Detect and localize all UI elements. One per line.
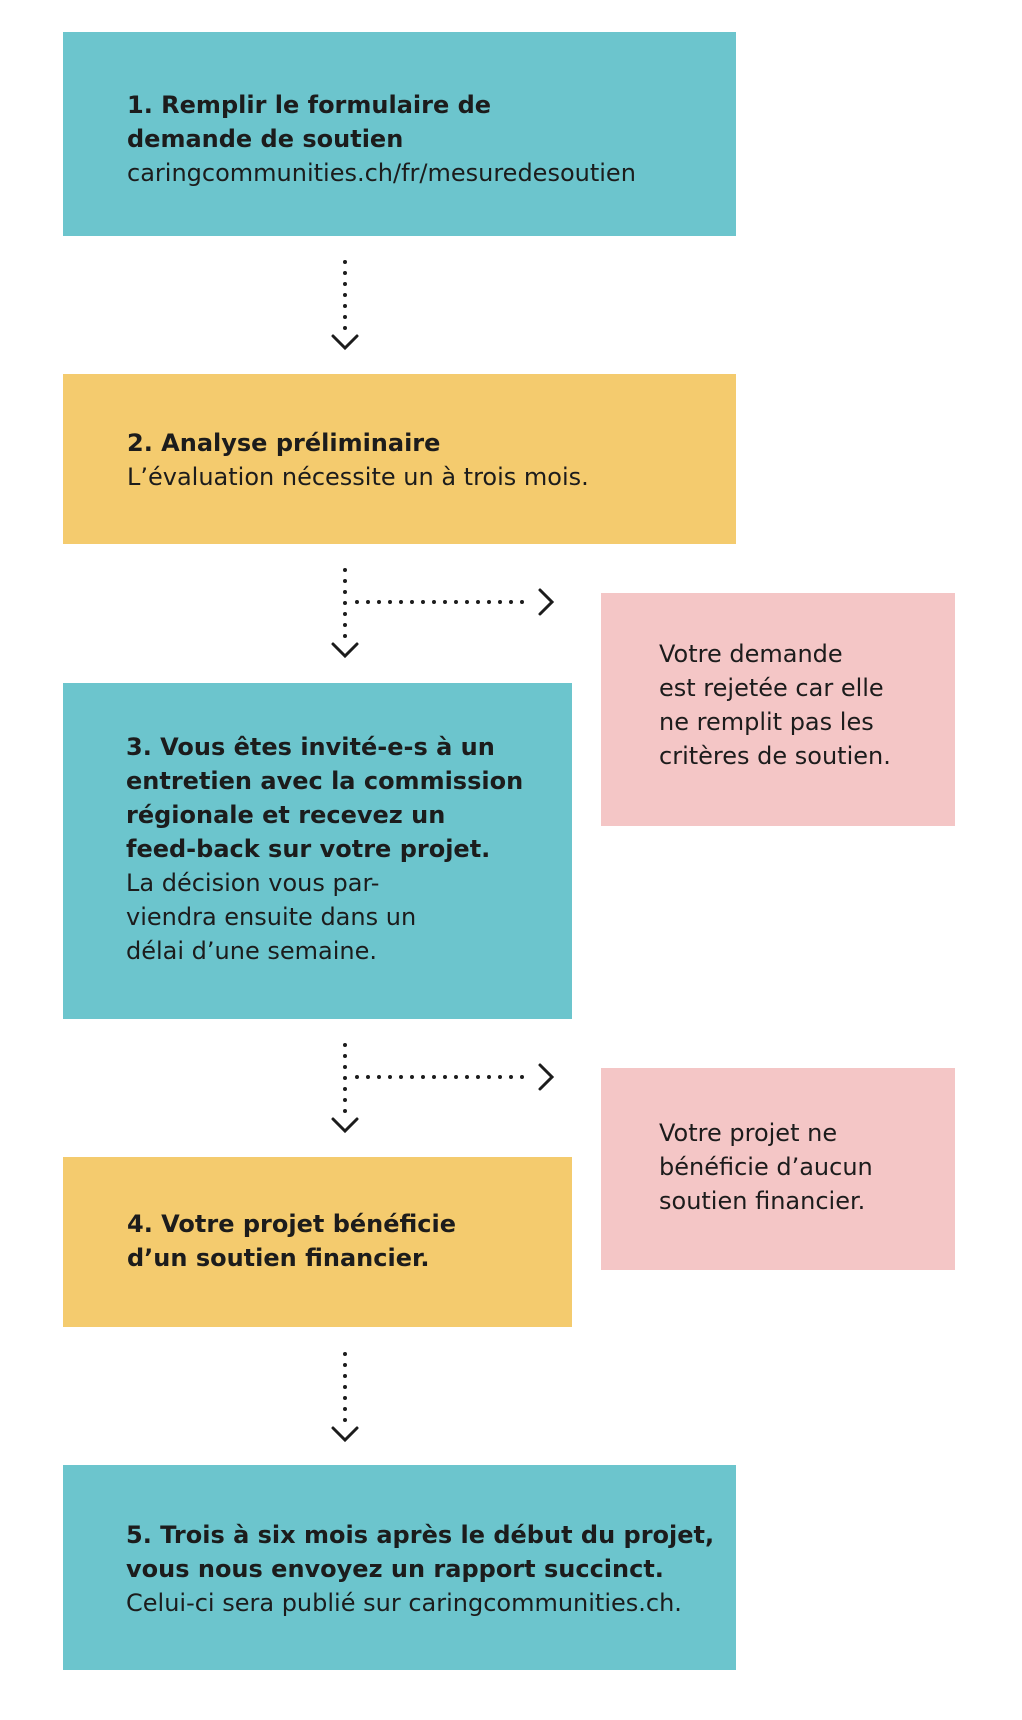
step-3-text: 3. Vous êtes invité-e-s à un entretien a…	[126, 730, 523, 968]
arrow-4-to-5-head	[331, 1426, 359, 1443]
step-4-box: 4. Votre projet bénéficie d’un soutien f…	[63, 1157, 572, 1327]
arrow-2-to-3-head	[331, 642, 359, 659]
arrow-2-to-rejected-head	[538, 588, 555, 616]
step-4-title-line-2: d’un soutien financier.	[127, 1244, 430, 1272]
step-3-title-line-3: régionale et recevez un	[126, 801, 446, 829]
step-5-title-line-2: vous nous envoyez un rapport succinct.	[126, 1555, 664, 1583]
step-5-description: Celui-ci sera publié sur caringcommuniti…	[126, 1589, 682, 1617]
step-2-title: 2. Analyse préliminaire	[127, 429, 441, 457]
step-2-box: 2. Analyse préliminaire L’évaluation néc…	[63, 374, 736, 544]
outcome-no-funding-line-1: Votre projet ne	[659, 1119, 838, 1147]
outcome-rejected-text: Votre demande est rejetée car elle ne re…	[659, 637, 891, 773]
step-3-description-line-1: La décision vous par-	[126, 869, 380, 897]
step-4-text: 4. Votre projet bénéficie d’un soutien f…	[127, 1207, 456, 1275]
step-3-description-line-3: délai d’une semaine.	[126, 937, 377, 965]
outcome-no-funding-line-2: bénéficie d’aucun	[659, 1153, 873, 1181]
arrow-3-to-no-funding-head	[538, 1063, 555, 1091]
step-1-title-line-1: 1. Remplir le formulaire de	[127, 91, 492, 119]
outcome-rejected-line-4: critères de soutien.	[659, 742, 891, 770]
step-5-title-line-1: 5. Trois à six mois après le début du pr…	[126, 1521, 715, 1549]
outcome-rejected-line-2: est rejetée car elle	[659, 674, 884, 702]
step-1-text: 1. Remplir le formulaire de demande de s…	[127, 88, 636, 190]
step-1-title-line-2: demande de soutien	[127, 125, 404, 153]
step-5-text: 5. Trois à six mois après le début du pr…	[126, 1518, 714, 1620]
outcome-rejected-line-3: ne remplit pas les	[659, 708, 874, 736]
step-3-box: 3. Vous êtes invité-e-s à un entretien a…	[63, 683, 572, 1019]
outcome-no-funding-line-3: soutien financier.	[659, 1187, 866, 1215]
step-3-title-line-2: entretien avec la commission	[126, 767, 524, 795]
step-1-box: 1. Remplir le formulaire de demande de s…	[63, 32, 736, 236]
step-3-title-line-4: feed-back sur votre projet.	[126, 835, 491, 863]
step-3-title-line-1: 3. Vous êtes invité-e-s à un	[126, 733, 495, 761]
outcome-no-funding-box: Votre projet ne bénéficie d’aucun soutie…	[601, 1068, 955, 1270]
outcome-no-funding-text: Votre projet ne bénéficie d’aucun soutie…	[659, 1116, 873, 1218]
step-1-url: caringcommunities.ch/fr/mesuredesoutien	[127, 159, 636, 187]
step-5-box: 5. Trois à six mois après le début du pr…	[63, 1465, 736, 1670]
step-3-description-line-2: viendra ensuite dans un	[126, 903, 417, 931]
step-4-title-line-1: 4. Votre projet bénéficie	[127, 1210, 457, 1238]
arrow-1-to-2-head	[331, 334, 359, 351]
step-2-description: L’évaluation nécessite un à trois mois.	[127, 463, 589, 491]
step-2-text: 2. Analyse préliminaire L’évaluation néc…	[127, 426, 589, 494]
arrow-3-to-4-head	[331, 1117, 359, 1134]
outcome-rejected-line-1: Votre demande	[659, 640, 843, 668]
outcome-rejected-box: Votre demande est rejetée car elle ne re…	[601, 593, 955, 826]
